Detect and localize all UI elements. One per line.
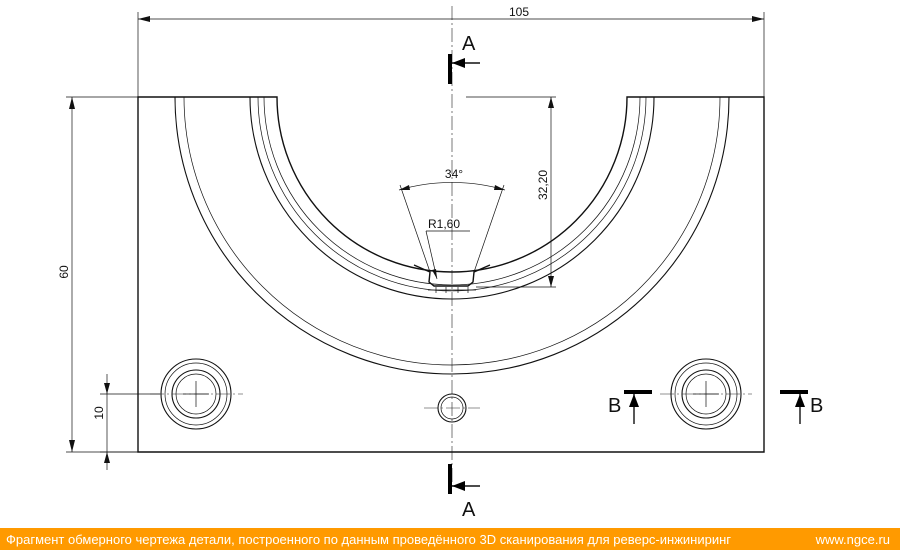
section-label-b-left: B bbox=[608, 395, 621, 417]
radius-arrow bbox=[432, 269, 437, 279]
groove-arc-inner bbox=[263, 96, 641, 286]
width-arrow-left bbox=[138, 16, 150, 22]
part-outline bbox=[137, 96, 765, 453]
section-marker-b-right: B bbox=[780, 390, 823, 424]
left-mounting-hole bbox=[150, 358, 243, 430]
groove-arc-outer bbox=[249, 96, 655, 300]
caption-text: Фрагмент обмерного чертежа детали, постр… bbox=[6, 531, 732, 547]
width-arrow-right bbox=[752, 16, 764, 22]
depth-arrow-top bbox=[548, 97, 554, 108]
section-label-a-bottom: A bbox=[462, 499, 476, 521]
height-arrow-bottom bbox=[69, 440, 75, 452]
right-mounting-hole bbox=[660, 358, 752, 430]
dim-radius: R1,60 bbox=[428, 217, 460, 231]
dim-hole-offset: 10 bbox=[92, 406, 106, 420]
depth-arrow-bottom bbox=[548, 276, 554, 287]
angle-arrow-left bbox=[399, 185, 410, 190]
section-label-a-top: A bbox=[462, 33, 476, 55]
angle-extension-left bbox=[399, 184, 431, 273]
dim-depth: 32,20 bbox=[536, 170, 550, 200]
angle-arrow-right bbox=[494, 185, 505, 190]
dim-overall-height: 60 bbox=[57, 265, 71, 279]
groove-arc-mid bbox=[257, 96, 647, 292]
offset-arrow-top bbox=[104, 383, 110, 394]
outer-arc bbox=[174, 96, 730, 375]
section-marker-b-left: B bbox=[608, 390, 652, 424]
outer-arc-inner bbox=[183, 96, 721, 366]
section-label-b-right: B bbox=[810, 395, 823, 417]
technical-drawing: 34° R1,60 32,20 105 60 10 bbox=[57, 5, 823, 521]
section-marker-a-top: A bbox=[448, 33, 480, 84]
notch bbox=[413, 264, 491, 287]
height-arrow-top bbox=[69, 97, 75, 109]
center-pin-hole bbox=[424, 393, 480, 423]
angle-extension-right bbox=[473, 184, 505, 273]
dim-overall-width: 105 bbox=[509, 5, 529, 19]
caption-site-link[interactable]: www.ngce.ru bbox=[815, 531, 890, 547]
dim-angle: 34° bbox=[445, 167, 463, 181]
section-marker-a-bottom: A bbox=[448, 464, 480, 521]
caption-bar: Фрагмент обмерного чертежа детали, постр… bbox=[0, 528, 900, 550]
offset-arrow-bottom bbox=[104, 452, 110, 463]
